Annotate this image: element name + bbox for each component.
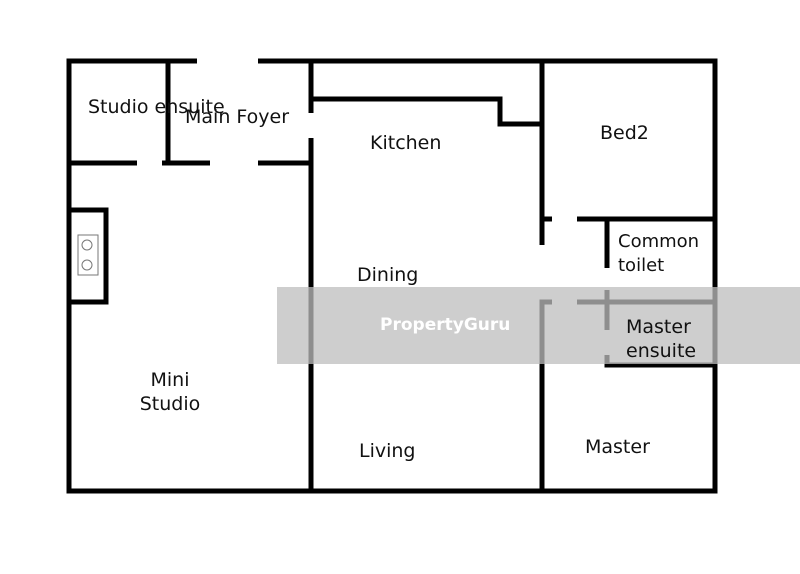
outer-wall — [66, 58, 718, 494]
kitchen-counter — [66, 207, 109, 305]
label-kitchen: Kitchen — [370, 132, 442, 154]
wall — [311, 96, 542, 127]
label-mini-studio: Mini Studio — [139, 369, 201, 415]
watermark: PropertyGuru — [380, 315, 511, 335]
label-studio-ensuite: Studio ensuite — [88, 96, 225, 118]
watermark-band — [277, 287, 800, 364]
label-common-toilet: Common toilet — [618, 231, 700, 276]
label-master: Master — [585, 436, 650, 458]
label-bed2: Bed2 — [600, 122, 649, 144]
label-main-foyer: Main Foyer — [185, 106, 290, 128]
label-living: Living — [359, 440, 416, 462]
label-dining: Dining — [357, 264, 419, 286]
stove-icon — [77, 234, 99, 276]
label-master-ensuite: Master ensuite — [626, 316, 697, 362]
